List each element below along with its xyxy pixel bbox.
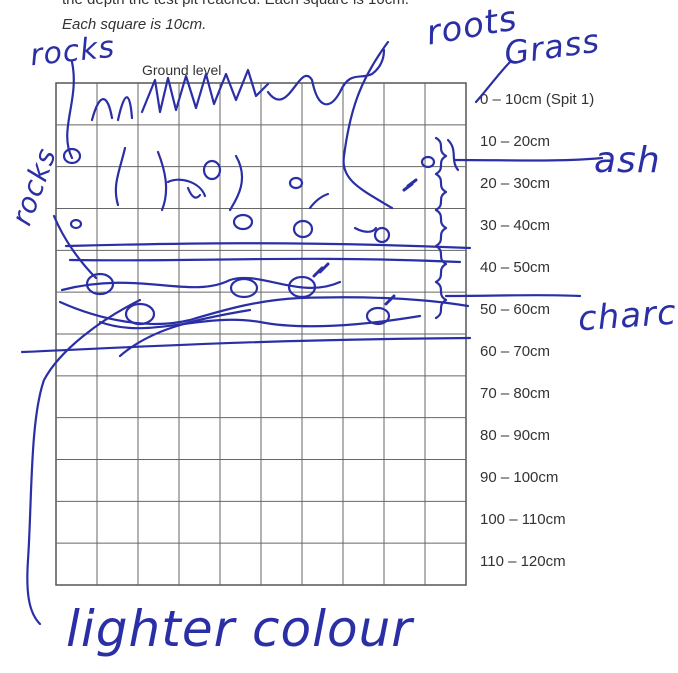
layer-line xyxy=(118,308,252,358)
handwritten-ink-overlay xyxy=(20,40,604,626)
layer-line xyxy=(58,296,470,326)
rock-circle xyxy=(288,176,304,190)
depth-label: 80 – 90cm xyxy=(480,427,551,444)
ground-level-label: Ground level xyxy=(142,62,222,78)
depth-label: 0 – 10cm (Spit 1) xyxy=(480,91,595,108)
caption: Each square is 10cm. xyxy=(62,16,207,33)
depth-label: 70 – 80cm xyxy=(480,385,551,402)
rock-circle xyxy=(69,218,83,230)
rock-circle xyxy=(420,155,436,169)
depth-label: 50 – 60cm xyxy=(480,301,551,318)
ash-zigzag xyxy=(434,136,448,320)
scribble-roots-line xyxy=(266,48,386,106)
charcoal-dashes xyxy=(312,178,418,306)
root-line xyxy=(342,40,394,210)
rocks-side-pointer xyxy=(52,214,98,280)
depth-label: 110 – 120cm xyxy=(480,553,566,570)
rock-circle xyxy=(229,277,259,299)
bracket-marks xyxy=(114,146,243,212)
layer-line-60cm xyxy=(20,336,472,354)
rock-circle xyxy=(202,159,222,181)
grass-pointer-line xyxy=(474,60,512,104)
layer-line xyxy=(60,276,342,292)
depth-label: 90 – 100cm xyxy=(480,469,559,486)
rock-circle xyxy=(365,306,391,326)
depth-label: 30 – 40cm xyxy=(480,217,551,234)
depth-label: 100 – 110cm xyxy=(480,511,566,528)
rock-circle xyxy=(232,213,254,231)
rock-circle xyxy=(292,219,314,239)
annotation-ash: ash xyxy=(594,140,661,181)
rock-circle xyxy=(62,147,82,165)
grid-rows xyxy=(56,124,466,544)
rocks-pointer-line xyxy=(66,60,75,160)
scribble-marks xyxy=(308,192,378,233)
ash-zigzag-2 xyxy=(446,138,460,172)
depth-label: 20 – 30cm xyxy=(480,175,551,192)
layer-line xyxy=(64,242,472,250)
scribble-marks xyxy=(166,178,207,199)
annotation-charc: charc xyxy=(576,292,678,340)
scribble-grass xyxy=(90,68,270,122)
depth-label: 10 – 20cm xyxy=(480,133,551,150)
depth-label: 40 – 50cm xyxy=(480,259,551,276)
ash-pointer-line xyxy=(452,156,604,162)
depth-label: 60 – 70cm xyxy=(480,343,551,360)
lighter-colour-bracket xyxy=(26,298,142,626)
rock-circle xyxy=(373,226,391,244)
instruction-text-partial: the depth the test pit reached. Each squ… xyxy=(62,0,409,8)
layer-line xyxy=(98,314,422,330)
annotation-lighter-colour: lighter colour xyxy=(66,600,413,658)
rock-circle xyxy=(124,302,156,326)
charc-pointer-line xyxy=(444,294,582,298)
layer-line xyxy=(68,257,462,264)
